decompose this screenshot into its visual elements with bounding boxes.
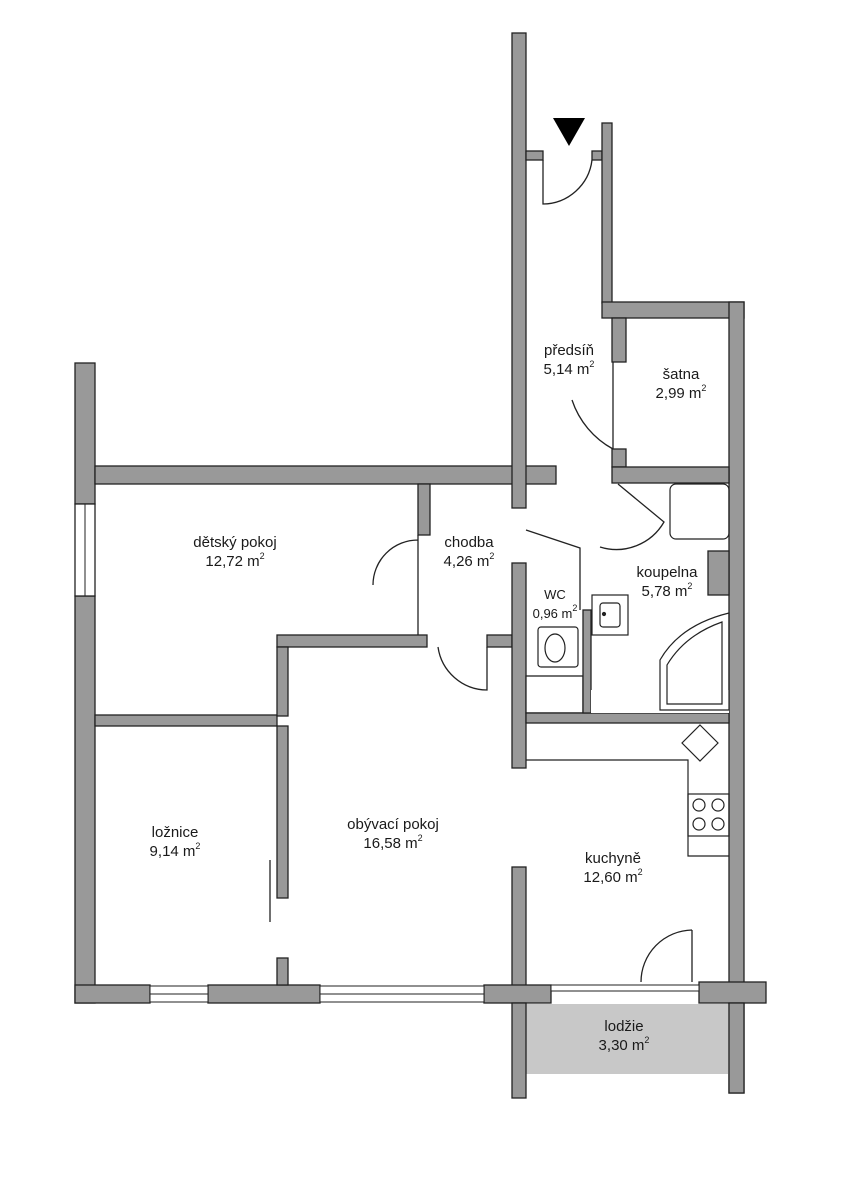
- room-label-detsky-pokoj: dětský pokoj 12,72 m2: [193, 534, 277, 570]
- room-label-loznice: ložnice 9,14 m2: [149, 824, 201, 860]
- entrance-arrow-icon: [553, 118, 585, 146]
- doors: [269, 159, 693, 983]
- room-label-wc: WC 0,96 m2: [532, 587, 578, 621]
- room-label-predsin: předsíň 5,14 m2: [543, 342, 595, 378]
- walls: [74, 32, 767, 1099]
- windows: [149, 984, 700, 1003]
- room-label-obyvaci-pokoj: obývací pokoj 16,58 m2: [347, 816, 439, 852]
- room-label-koupelna: koupelna 5,78 m2: [636, 564, 698, 600]
- fixtures: [526, 483, 730, 857]
- room-label-satna: šatna 2,99 m2: [655, 366, 707, 402]
- room-label-chodba: chodba 4,26 m2: [443, 534, 495, 570]
- room-label-kuchyne: kuchyně 12,60 m2: [583, 850, 643, 886]
- loggia-floor: [526, 1004, 728, 1074]
- room-label-lodzie: lodžie 3,30 m2: [598, 1018, 650, 1054]
